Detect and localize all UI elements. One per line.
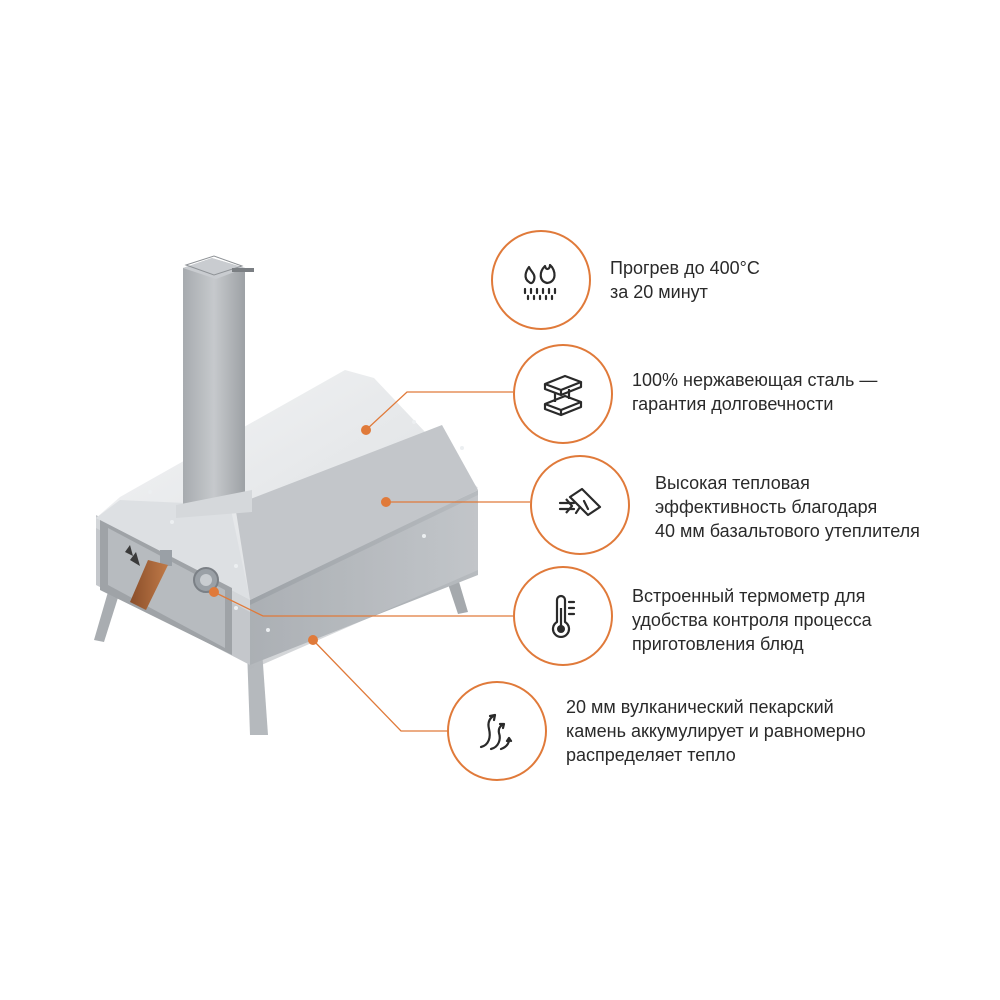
callout-line-stone-dot xyxy=(308,635,318,645)
heat-flame-icon xyxy=(523,263,557,301)
feature-heating-badge xyxy=(491,230,591,330)
steel-profile-icon xyxy=(543,374,583,417)
feature-heating-line-2: за 20 минут xyxy=(610,282,708,302)
oven-chimney xyxy=(176,255,254,518)
insulation-layer-icon xyxy=(558,487,602,517)
feature-insulation-line-3: 40 мм базальтового утеплителя xyxy=(655,521,920,541)
heat-waves-icon xyxy=(479,713,513,751)
oven-body xyxy=(96,370,478,670)
feature-insulation-line-1: Высокая тепловая xyxy=(655,473,810,493)
feature-thermometer-badge xyxy=(513,566,613,666)
feature-steel-line-1: 100% нержавеющая сталь — xyxy=(632,370,878,390)
feature-insulation-line-2: эффективность благодаря xyxy=(655,497,878,517)
feature-insulation-badge xyxy=(530,455,630,555)
feature-thermometer-line-1: Встроенный термометр для xyxy=(632,586,866,606)
feature-stone-badge xyxy=(447,681,547,781)
callout-line-steel-dot xyxy=(361,425,371,435)
feature-heating-line-1: Прогрев до 400°C xyxy=(610,258,760,278)
callout-line-thermometer-dot xyxy=(209,587,219,597)
callout-line-steel xyxy=(365,391,513,431)
feature-stone-line-3: распределяет тепло xyxy=(566,745,736,765)
feature-steel-line-2: гарантия долговечности xyxy=(632,394,834,414)
feature-stone-line-2: камень аккумулирует и равномерно xyxy=(566,721,866,741)
feature-thermometer-line-3: приготовления блюд xyxy=(632,634,804,654)
door-handle xyxy=(130,550,172,610)
feature-steel-badge xyxy=(513,344,613,444)
thermometer-icon xyxy=(551,594,576,639)
feature-stone-line-1: 20 мм вулканический пекарский xyxy=(566,697,834,717)
callout-line-thermometer xyxy=(213,591,513,617)
callout-line-stone xyxy=(312,639,447,732)
feature-thermometer-line-2: удобства контроля процесса xyxy=(632,610,872,630)
callout-line-insulation-dot xyxy=(381,497,391,507)
